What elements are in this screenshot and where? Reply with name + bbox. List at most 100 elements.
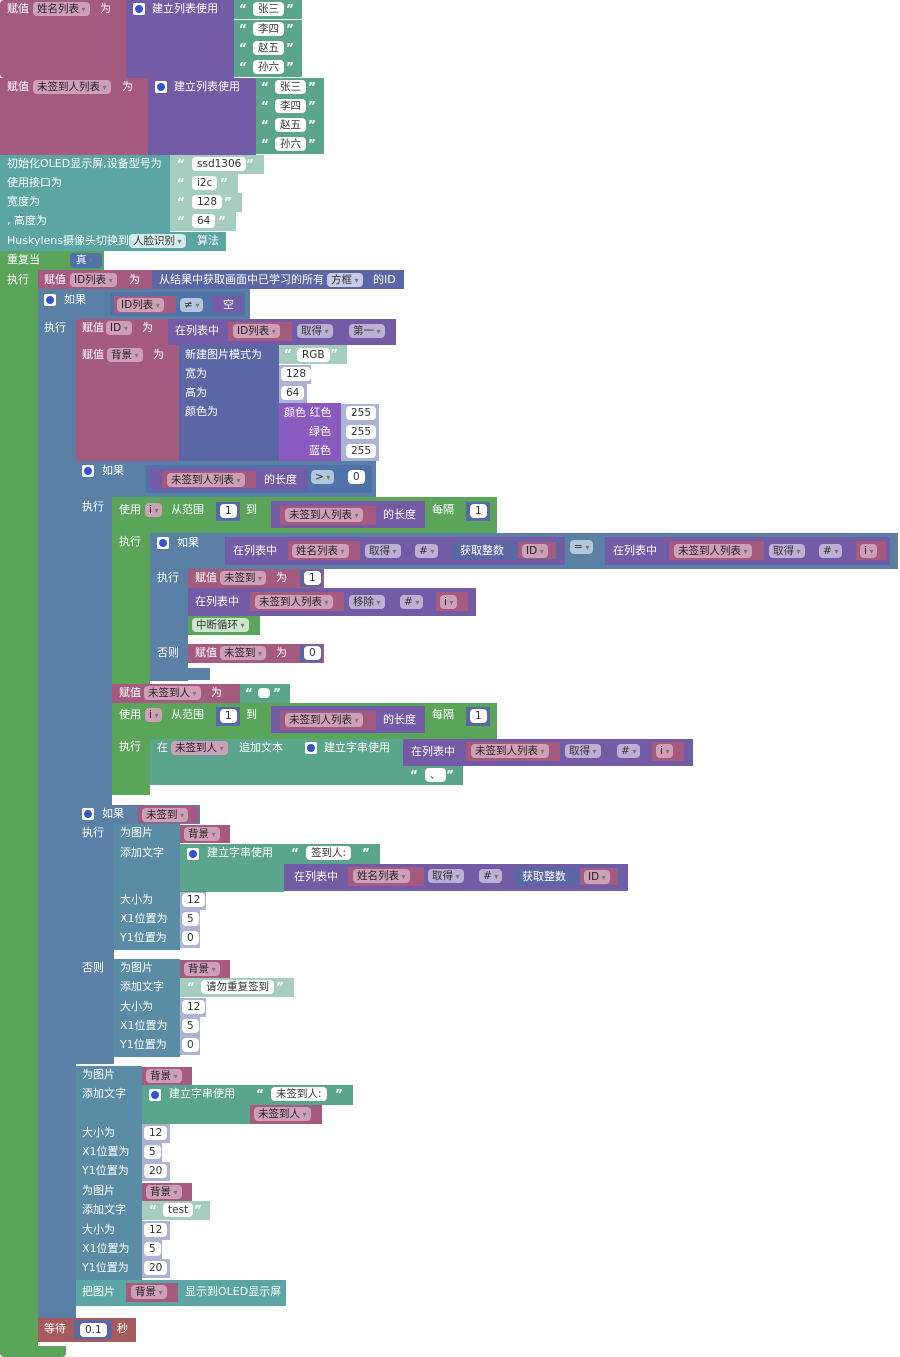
y1-value[interactable]: 20 bbox=[144, 1164, 168, 1178]
step-value[interactable]: 1 bbox=[470, 504, 487, 518]
unsigned-prefix-value[interactable]: 未签到人: bbox=[271, 1087, 327, 1101]
gear-icon[interactable] bbox=[155, 81, 167, 93]
text-value[interactable]: 赵五 bbox=[253, 41, 284, 55]
unsigned-flag-var-dropdown[interactable]: 未签到 bbox=[142, 808, 189, 822]
oled-model-value[interactable]: ssd1306 bbox=[192, 157, 247, 171]
oled-init-block[interactable] bbox=[0, 155, 170, 232]
unsigned-list-var-dropdown[interactable]: 未签到人列表 bbox=[33, 80, 111, 94]
operator-dropdown[interactable]: > bbox=[311, 470, 335, 484]
show-on-oled-block[interactable] bbox=[76, 1280, 286, 1306]
separator-value[interactable]: 、 bbox=[425, 768, 446, 782]
loop-var-dropdown[interactable]: i bbox=[145, 708, 163, 722]
get-mode-dropdown[interactable]: 取得 bbox=[769, 544, 805, 558]
size-value[interactable]: 12 bbox=[144, 1126, 168, 1140]
oled-width-value[interactable]: 128 bbox=[192, 195, 223, 209]
unsigned-names-var-dropdown[interactable]: 未签到人 bbox=[171, 741, 228, 755]
y1-value[interactable]: 0 bbox=[182, 1038, 199, 1052]
box-type-dropdown[interactable]: 方框 bbox=[327, 273, 363, 287]
gear-icon[interactable] bbox=[149, 1089, 161, 1101]
id-var-dropdown[interactable]: ID bbox=[584, 870, 610, 884]
image-add-text-block[interactable] bbox=[114, 824, 180, 950]
bg-var-dropdown[interactable]: 背景 bbox=[146, 1185, 182, 1199]
oled-height-value[interactable]: 64 bbox=[192, 214, 216, 228]
index-mode-dropdown[interactable]: # bbox=[819, 544, 843, 558]
loop-var-dropdown[interactable]: i bbox=[145, 503, 163, 517]
width-value[interactable]: 128 bbox=[281, 367, 312, 381]
boolean-dropdown[interactable]: 真 bbox=[72, 253, 97, 267]
x1-value[interactable]: 5 bbox=[144, 1242, 161, 1256]
loop-var-dropdown[interactable]: i bbox=[656, 744, 674, 758]
get-mode-dropdown[interactable]: 取得 bbox=[297, 324, 333, 338]
index-mode-dropdown[interactable]: # bbox=[400, 595, 424, 609]
get-mode-dropdown[interactable]: 取得 bbox=[565, 744, 601, 758]
text-value[interactable]: 张三 bbox=[275, 80, 306, 94]
operator-dropdown[interactable]: ≠ bbox=[180, 298, 204, 312]
name-list-var-dropdown[interactable]: 姓名列表 bbox=[353, 869, 410, 883]
bg-var-dropdown[interactable]: 背景 bbox=[107, 348, 143, 362]
red-value[interactable]: 255 bbox=[346, 406, 377, 420]
remove-mode-dropdown[interactable]: 移除 bbox=[349, 595, 385, 609]
text-value[interactable]: 赵五 bbox=[275, 118, 306, 132]
text-value[interactable]: 张三 bbox=[253, 2, 284, 16]
name-list-var-dropdown[interactable]: 姓名列表 bbox=[33, 2, 90, 16]
size-value[interactable]: 12 bbox=[182, 893, 206, 907]
unsigned-list-var-dropdown[interactable]: 未签到人列表 bbox=[285, 713, 363, 727]
id-list-var-dropdown[interactable]: ID列表 bbox=[233, 324, 280, 338]
text-value[interactable]: 孙六 bbox=[253, 60, 284, 74]
loop-var-dropdown[interactable]: i bbox=[440, 595, 458, 609]
operator-dropdown[interactable]: = bbox=[570, 540, 594, 554]
x1-value[interactable]: 5 bbox=[144, 1145, 161, 1159]
id-list-var-dropdown[interactable]: ID列表 bbox=[70, 273, 117, 287]
unsigned-list-var-dropdown[interactable]: 未签到人列表 bbox=[674, 544, 752, 558]
image-add-text-block[interactable] bbox=[76, 1066, 142, 1182]
name-list-var-dropdown[interactable]: 姓名列表 bbox=[292, 544, 349, 558]
position-dropdown[interactable]: 第一 bbox=[349, 324, 385, 338]
y1-value[interactable]: 0 bbox=[182, 931, 199, 945]
id-var-dropdown[interactable]: ID bbox=[106, 321, 132, 335]
bg-var-dropdown[interactable]: 背景 bbox=[131, 1285, 167, 1299]
rgb-color-block[interactable] bbox=[279, 403, 341, 461]
flag-value[interactable]: 0 bbox=[304, 646, 321, 660]
x1-value[interactable]: 5 bbox=[182, 912, 199, 926]
signed-prefix-value[interactable]: 签到人: bbox=[306, 846, 352, 860]
gear-icon[interactable] bbox=[133, 3, 145, 15]
test-text-value[interactable]: test bbox=[163, 1203, 194, 1217]
get-mode-dropdown[interactable]: 取得 bbox=[365, 544, 401, 558]
gear-icon[interactable] bbox=[305, 742, 317, 754]
repeat-warning-value[interactable]: 请勿重复签到 bbox=[201, 980, 274, 994]
unsigned-list-var-dropdown[interactable]: 未签到人列表 bbox=[167, 473, 245, 487]
gear-icon[interactable] bbox=[82, 465, 94, 477]
y1-value[interactable]: 20 bbox=[144, 1261, 168, 1275]
set-bg-block[interactable] bbox=[76, 345, 179, 461]
index-mode-dropdown[interactable]: # bbox=[617, 744, 641, 758]
index-mode-dropdown[interactable]: # bbox=[479, 869, 503, 883]
wait-value[interactable]: 0.1 bbox=[80, 1323, 107, 1337]
id-var-dropdown[interactable]: ID bbox=[522, 544, 548, 558]
compare-value[interactable]: 0 bbox=[348, 470, 365, 484]
loop-var-dropdown[interactable]: i bbox=[860, 544, 878, 558]
unsigned-flag-var-dropdown[interactable]: 未签到 bbox=[220, 571, 267, 585]
gear-icon[interactable] bbox=[187, 848, 199, 860]
gear-icon[interactable] bbox=[157, 537, 169, 549]
blue-value[interactable]: 255 bbox=[346, 444, 377, 458]
start-value[interactable]: 1 bbox=[220, 504, 237, 518]
image-add-text-block[interactable] bbox=[114, 959, 180, 1057]
text-value[interactable]: 孙六 bbox=[275, 137, 306, 151]
mode-value[interactable]: RGB bbox=[297, 348, 330, 362]
get-mode-dropdown[interactable]: 取得 bbox=[428, 869, 464, 883]
bg-var-dropdown[interactable]: 背景 bbox=[184, 827, 220, 841]
gear-icon[interactable] bbox=[82, 808, 94, 820]
flag-value[interactable]: 1 bbox=[304, 571, 321, 585]
id-list-var-dropdown[interactable]: ID列表 bbox=[117, 298, 164, 312]
bg-var-dropdown[interactable]: 背景 bbox=[184, 962, 220, 976]
algorithm-dropdown[interactable]: 人脸识别 bbox=[129, 234, 186, 248]
text-value[interactable]: 李四 bbox=[275, 99, 306, 113]
text-value[interactable]: 李四 bbox=[253, 22, 284, 36]
green-value[interactable]: 255 bbox=[346, 425, 377, 439]
index-mode-dropdown[interactable]: # bbox=[415, 544, 439, 558]
unsigned-flag-var-dropdown[interactable]: 未签到 bbox=[220, 646, 267, 660]
size-value[interactable]: 12 bbox=[182, 1000, 206, 1014]
unsigned-names-var-dropdown[interactable]: 未签到人 bbox=[144, 686, 201, 700]
unsigned-list-var-dropdown[interactable]: 未签到人列表 bbox=[255, 595, 333, 609]
